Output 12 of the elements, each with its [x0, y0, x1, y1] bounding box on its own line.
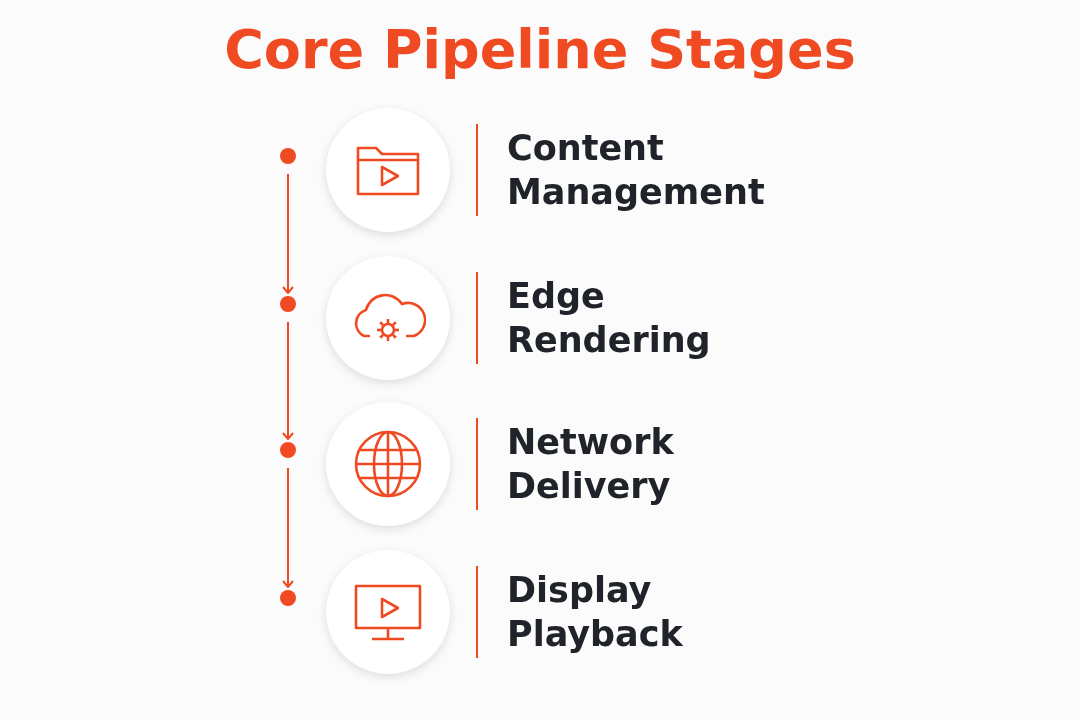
arrow — [282, 173, 294, 294]
title: Core Pipeline Stages — [223, 18, 857, 81]
timeline-dot — [280, 296, 296, 312]
stage-label: Content Management — [507, 127, 766, 214]
timeline-dot — [280, 590, 296, 606]
stage-label: Display Playback — [507, 569, 684, 656]
arrow — [282, 321, 294, 440]
stage-label: Network Delivery — [507, 421, 675, 508]
timeline-dot — [280, 148, 296, 164]
stage-label: Edge Rendering — [507, 275, 712, 362]
timeline-dot — [280, 442, 296, 458]
arrow — [282, 467, 294, 588]
